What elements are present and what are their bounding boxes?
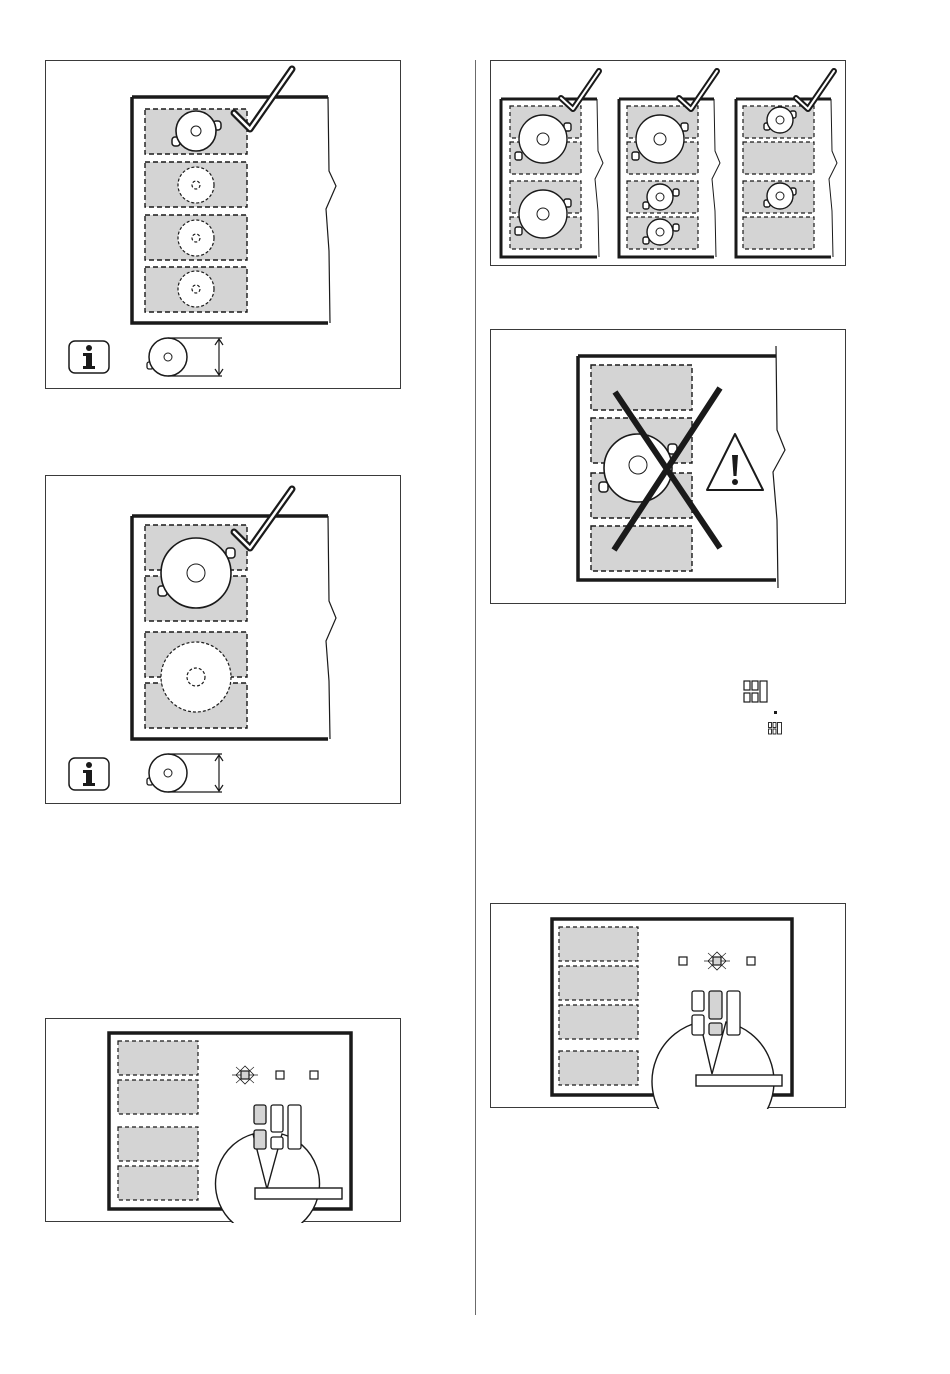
warning-triangle-icon <box>707 434 763 490</box>
figure-double-pot-drawing <box>46 476 402 805</box>
figure-single-pot <box>45 60 401 389</box>
info-icon <box>69 341 109 373</box>
figure-wrong-placement <box>490 329 846 604</box>
figure-zone-combinations-drawing <box>491 61 847 267</box>
bridge-zone-symbol-small <box>768 722 782 735</box>
figure-single-pot-drawing <box>46 61 402 390</box>
figure-wrong-placement-drawing <box>491 330 847 605</box>
pot-size-icon <box>147 754 223 792</box>
figure-control-panel-right <box>490 903 846 1108</box>
figure-double-pot <box>45 475 401 804</box>
bridge-zone-symbol-large <box>743 680 769 704</box>
figure-control-panel-left <box>45 1018 401 1222</box>
column-divider <box>475 60 476 1315</box>
figure-control-panel-right-drawing <box>491 904 847 1109</box>
pot-size-icon <box>147 338 223 376</box>
figure-zone-combinations <box>490 60 846 266</box>
figure-control-panel-left-drawing <box>46 1019 402 1223</box>
dot-marker <box>774 711 777 714</box>
info-icon <box>69 758 109 790</box>
